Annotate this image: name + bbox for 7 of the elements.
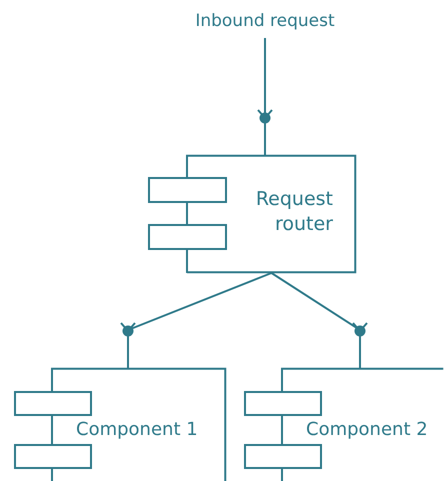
connector-arrow xyxy=(257,38,273,155)
component-label: Request router xyxy=(254,187,333,236)
component-label: Component 1 xyxy=(76,418,199,442)
request-label: Inbound request xyxy=(170,8,360,38)
connector-arrow xyxy=(120,272,272,368)
connector-arrow xyxy=(270,272,368,368)
component-label: Component 2 xyxy=(306,418,429,442)
